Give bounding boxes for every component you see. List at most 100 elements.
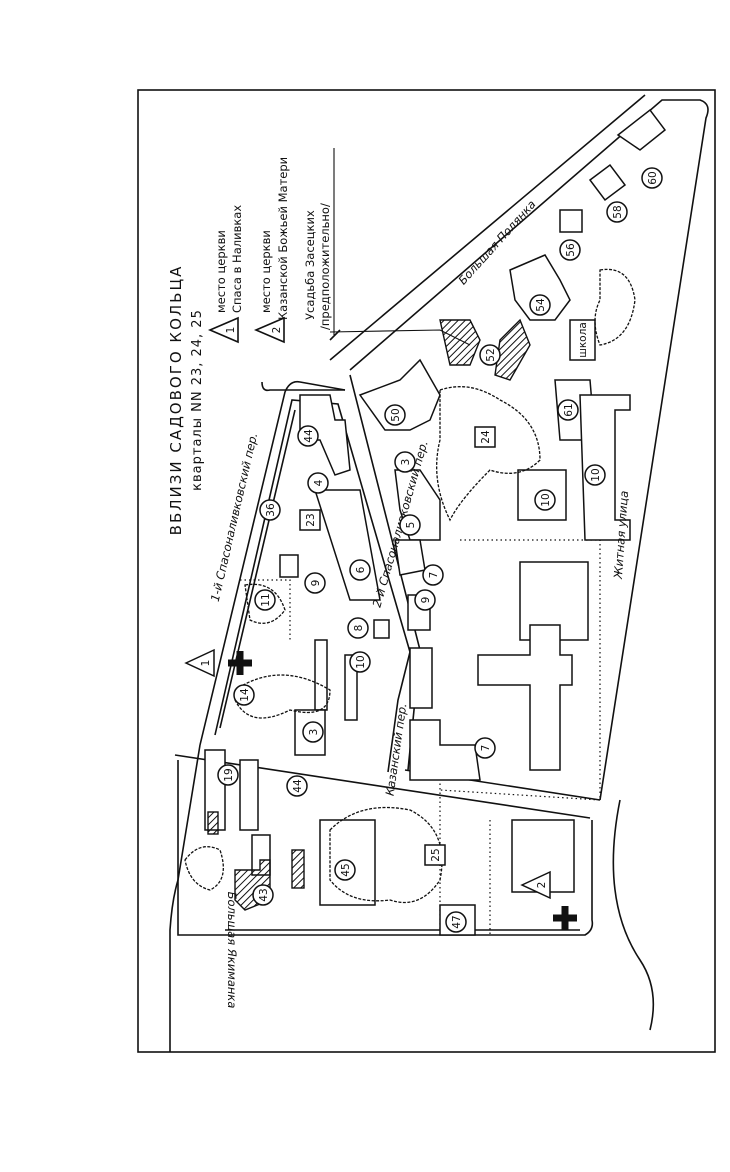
building-number: 10	[584, 464, 606, 486]
legend-item-1: 1 место церкви Спаса в Наливках	[207, 205, 244, 344]
building-number-circle	[254, 589, 276, 611]
parcel-boundaries	[240, 539, 601, 935]
building-number-label: 14	[239, 688, 251, 702]
building-number: 44	[297, 425, 319, 447]
building-number-label: 10	[590, 468, 602, 481]
legend-estate-note: Усадьба Засецких /предположительно/	[303, 148, 335, 335]
map-subtitle: кварталы NN 23, 24, 25	[190, 309, 205, 491]
building-number-label: 5	[405, 522, 417, 529]
building-number: 61	[557, 399, 579, 421]
building-number-circle	[557, 399, 579, 421]
quarter-number-box	[299, 509, 321, 531]
building-number-label: 10	[540, 493, 552, 506]
building-number-label: 44	[292, 779, 304, 793]
church-site-marker: 1	[184, 648, 215, 678]
building-number-label: 3	[308, 729, 320, 736]
building-number-label: 43	[258, 888, 270, 901]
building-number-label: 7	[428, 572, 440, 579]
building-number-circle	[529, 294, 551, 316]
building-number-circle	[334, 859, 356, 881]
church-marker-label: 1	[200, 660, 212, 667]
building-number-circle	[349, 651, 371, 673]
school-label: школа	[577, 322, 589, 358]
building-number-label: 19	[223, 768, 235, 781]
building-number: 11	[254, 589, 276, 611]
building-number-label: 36	[265, 503, 277, 517]
building-number-circle	[399, 514, 421, 536]
building-number-label: 54	[535, 298, 547, 312]
building-number-circle	[259, 499, 281, 521]
building-number-label: 60	[647, 171, 659, 184]
building-number-label: 4	[313, 479, 325, 486]
church-cross-icon	[553, 906, 577, 930]
building-number-circle	[349, 559, 371, 581]
building-number-circle	[233, 684, 255, 706]
quarter-number: 23	[299, 509, 321, 531]
building-number: 3	[302, 721, 324, 743]
building-number: 10	[534, 489, 556, 511]
building-number: 6	[349, 559, 371, 581]
building-number: 14	[233, 684, 255, 706]
building-number-circle	[479, 344, 501, 366]
green-areas	[184, 268, 636, 904]
triangle-icon	[184, 648, 215, 678]
street-label-kazansky: Казанский пер.	[383, 702, 410, 796]
street-label-bolshaya-yakimanka: Большая Якиманка	[225, 892, 239, 1009]
building-number-circle	[445, 911, 467, 933]
legend-text: место церкви	[259, 230, 273, 313]
building-number-label: 3	[400, 459, 412, 466]
building-number: 43	[252, 884, 274, 906]
street-label-zhitnaya: Житная улица	[611, 490, 631, 580]
building-number: 10	[349, 651, 371, 673]
estate-note-text: Усадьба Засецких	[303, 210, 317, 320]
building-number-circle	[534, 489, 556, 511]
building-number: 56	[559, 239, 581, 261]
building-number-circle	[297, 425, 319, 447]
quarter-number-label: 25	[430, 848, 442, 861]
building-number: 52	[479, 344, 501, 366]
building-number-label: 52	[485, 348, 497, 361]
building-number-circle	[414, 589, 436, 611]
legend-text: место церкви	[214, 230, 228, 313]
building-number-label: 7	[480, 745, 492, 752]
church-site-triangle-icon	[253, 316, 285, 344]
building-number: 44	[286, 775, 308, 797]
street-label-first-spasonalivkovsky: 1-й Спасоналивковский пер.	[208, 431, 261, 603]
quarter-number-box	[474, 426, 496, 448]
building-number: 5	[399, 514, 421, 536]
quarter-number: 25	[424, 844, 446, 866]
building-number-label: 56	[565, 243, 577, 257]
legend: 1 место церкви Спаса в Наливках 2 место …	[207, 148, 335, 344]
building-number-label: 58	[612, 205, 624, 218]
church-cross-icon	[228, 651, 252, 675]
estate-note-text: /предположительно/	[318, 203, 332, 330]
building-number-label: 61	[563, 403, 575, 416]
building-number-circle	[641, 167, 663, 189]
building-number-circle	[302, 721, 324, 743]
quarter-number-box	[424, 844, 446, 866]
building-number: 58	[606, 201, 628, 223]
building-number: 4	[307, 472, 329, 494]
building-number: 19	[217, 764, 239, 786]
building-number-circle	[606, 201, 628, 223]
building-number: 36	[259, 499, 281, 521]
building-number-circle	[422, 564, 444, 586]
building-number: 45	[334, 859, 356, 881]
building-number: 47	[445, 911, 467, 933]
church-site-triangle-icon	[207, 316, 239, 344]
building-number: 7	[474, 737, 496, 759]
quarter-number-label: 23	[305, 513, 317, 526]
legend-text: Казанской Божьей Матери	[276, 157, 290, 320]
building-number-circle	[394, 451, 416, 473]
building-number-label: 10	[355, 655, 367, 668]
building-number-label: 44	[303, 429, 315, 443]
building-number-circle	[384, 404, 406, 426]
building-number-circle	[474, 737, 496, 759]
church-marker-label: 2	[536, 882, 548, 889]
map-title: ВБЛИЗИ САДОВОГО КОЛЬЦА	[167, 265, 185, 536]
building-number: 8	[347, 617, 369, 639]
triangle-icon	[520, 870, 551, 900]
legend-text: Спаса в Наливках	[230, 205, 244, 313]
building-number: 60	[641, 167, 663, 189]
